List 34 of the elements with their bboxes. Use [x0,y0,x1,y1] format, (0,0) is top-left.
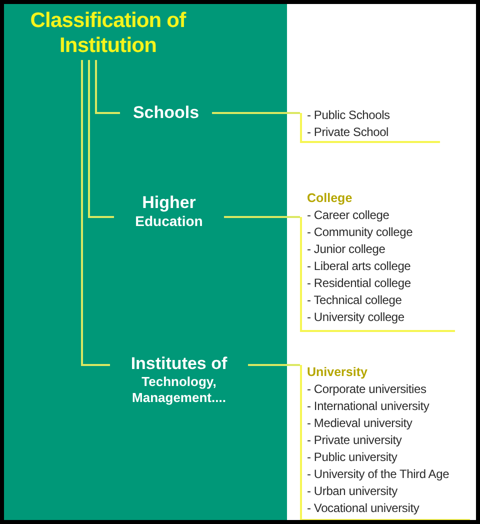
list-item: - International university [307,398,430,415]
list-item: - Public Schools [307,107,390,124]
bracket-list [300,364,470,520]
bracket-list [300,190,455,332]
list-item: - Technical college [307,292,402,309]
list-item: - Corporate universities [307,381,426,398]
list-heading: University [307,364,368,381]
list-item: - Private School [307,124,389,141]
list-item: - Vocational university [307,500,420,517]
category-label: Education [135,212,203,230]
list-heading: College [307,190,352,207]
root-category-label: Classification of Institution [29,8,188,58]
list-item: - University college [307,309,404,326]
category-label: Technology, Management.... [131,374,227,406]
list-item: - Medieval university [307,415,412,432]
connector-line [95,60,120,114]
list-item: - Residential college [307,275,411,292]
list-item: - Career college [307,207,390,224]
list-item: - Urban university [307,483,398,500]
connector-line [81,60,110,366]
category-label: Schools [132,103,200,123]
category-label: Higher [142,192,196,212]
list-item: - Public university [307,449,398,466]
list-item: - Private university [307,432,402,449]
bracket-list [300,107,440,143]
list-item: - Community college [307,224,413,241]
connector-line [224,216,300,218]
connector-line [248,364,300,366]
connector-line [88,60,114,218]
list-item: - Junior college [307,241,386,258]
list-item: - University of the Third Age [307,466,450,483]
list-item: - Liberal arts college [307,258,411,275]
category-label: Institutes of [130,354,228,374]
connector-line [212,112,300,114]
